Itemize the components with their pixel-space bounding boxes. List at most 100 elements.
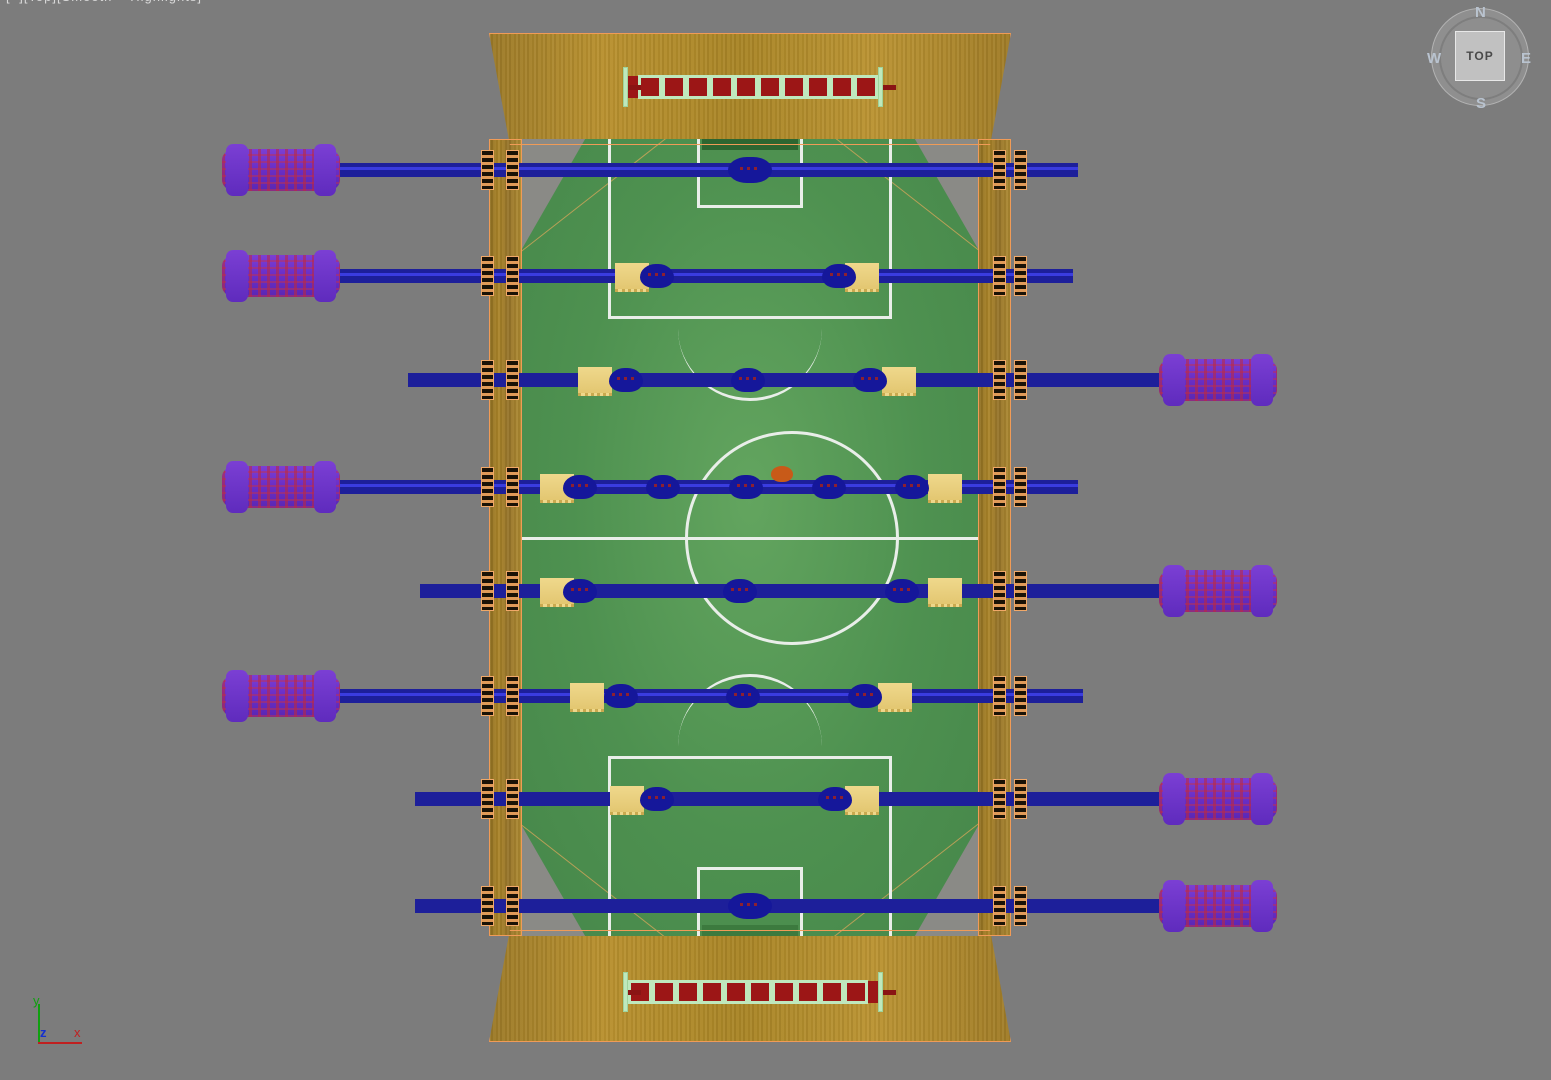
- compass-south-label[interactable]: S: [1476, 95, 1487, 112]
- score-cell[interactable]: [758, 75, 783, 99]
- rod-bearing-right-inner: [993, 256, 1006, 296]
- player-figure: [729, 475, 763, 499]
- player-figure: [609, 368, 643, 392]
- score-cell[interactable]: [723, 980, 748, 1004]
- rod-bearing-left-inner: [506, 571, 519, 611]
- score-cell[interactable]: [795, 980, 820, 1004]
- scoreboard-end-cap-right[interactable]: [878, 972, 897, 1012]
- rod-5[interactable]: [420, 584, 1170, 598]
- rod-bearing-left-outer: [481, 360, 494, 400]
- rod-bearing-left-inner: [506, 467, 519, 507]
- view-cube-inner-ring[interactable]: [1439, 16, 1523, 100]
- rod-bearing-left-inner: [506, 676, 519, 716]
- handle-grip-rod-5[interactable]: [1159, 565, 1277, 617]
- player-figure: [822, 264, 856, 288]
- scoreboard-end-cap-right[interactable]: [878, 67, 897, 107]
- player-figure: [895, 475, 929, 499]
- scoreboard-end-cap-left[interactable]: [623, 67, 641, 107]
- handle-grip-rod-8[interactable]: [1159, 880, 1277, 932]
- center-circle: [685, 431, 899, 645]
- score-cell[interactable]: [747, 980, 772, 1004]
- axis-x-line: [38, 1042, 82, 1044]
- scoreboard-cells[interactable]: [638, 75, 879, 99]
- scoreboard-cells[interactable]: [627, 980, 868, 1004]
- rod-bearing-right-inner: [993, 571, 1006, 611]
- view-cube-face-label: TOP: [1466, 49, 1494, 63]
- compass-west-label[interactable]: W: [1427, 50, 1442, 67]
- handle-grip-rod-4[interactable]: [222, 461, 340, 513]
- rod-bearing-right-inner: [993, 467, 1006, 507]
- rod-7[interactable]: [415, 792, 1170, 806]
- rod-bearing-right-inner: [993, 150, 1006, 190]
- score-cell[interactable]: [710, 75, 735, 99]
- score-cell[interactable]: [651, 980, 676, 1004]
- rod-4[interactable]: [338, 480, 1078, 494]
- scoreboard-bottom[interactable]: [623, 972, 897, 1012]
- ball: [771, 466, 793, 482]
- score-cell[interactable]: [806, 75, 831, 99]
- compass-east-label[interactable]: E: [1520, 50, 1531, 67]
- scoreboard-end-cap-left[interactable]: [623, 972, 641, 1012]
- score-cell[interactable]: [782, 75, 807, 99]
- score-cell[interactable]: [734, 75, 759, 99]
- rod-bearing-right-inner: [993, 676, 1006, 716]
- score-cell[interactable]: [675, 980, 700, 1004]
- score-cell[interactable]: [662, 75, 687, 99]
- view-cube[interactable]: N E S W TOP: [1425, 4, 1533, 114]
- player-figure: [646, 475, 680, 499]
- rod-bearing-right-outer: [1014, 886, 1027, 926]
- player-figure: [723, 579, 757, 603]
- rod-bearing-left-outer: [481, 886, 494, 926]
- score-cell[interactable]: [830, 75, 855, 99]
- axis-y-label: y: [33, 993, 40, 1008]
- player-figure: [563, 579, 597, 603]
- rod-bearing-right-outer: [1014, 467, 1027, 507]
- rod-1[interactable]: [338, 163, 1078, 177]
- rod-3[interactable]: [408, 373, 1170, 387]
- scoreboard-top[interactable]: [623, 67, 897, 107]
- compass-north-label[interactable]: N: [1475, 4, 1486, 21]
- handle-grip-rod-7[interactable]: [1159, 773, 1277, 825]
- rod-bearing-right-inner: [993, 886, 1006, 926]
- player-figure: [640, 264, 674, 288]
- rod-bumper: [928, 578, 962, 607]
- rod-bearing-left-inner: [506, 779, 519, 819]
- handle-grip-rod-3[interactable]: [1159, 354, 1277, 406]
- rod-bumper: [928, 474, 962, 503]
- score-cell[interactable]: [843, 980, 868, 1004]
- score-cell[interactable]: [771, 980, 796, 1004]
- viewport-label: [+][Top][Smooth + Highlights]: [6, 0, 202, 4]
- foosball-table[interactable]: [489, 33, 1011, 1042]
- handle-grip-rod-1[interactable]: [222, 144, 340, 196]
- rod-bearing-right-outer: [1014, 779, 1027, 819]
- rod-bearing-left-outer: [481, 256, 494, 296]
- view-cube-top-face[interactable]: TOP: [1455, 31, 1505, 81]
- rod-bearing-left-inner: [506, 256, 519, 296]
- score-cell[interactable]: [819, 980, 844, 1004]
- rod-6[interactable]: [338, 689, 1083, 703]
- player-figure: [731, 368, 765, 392]
- penalty-area-top: [608, 139, 892, 319]
- score-cell[interactable]: [686, 75, 711, 99]
- handle-grip-rod-6[interactable]: [222, 670, 340, 722]
- score-cell[interactable]: [699, 980, 724, 1004]
- penalty-arc-top: [678, 319, 822, 401]
- rod-8[interactable]: [415, 899, 1170, 913]
- rod-bearing-left-inner: [506, 886, 519, 926]
- scoreboard-bar: [867, 981, 879, 1003]
- rod-2[interactable]: [338, 269, 1073, 283]
- rod-bearing-right-outer: [1014, 150, 1027, 190]
- score-cell[interactable]: [638, 75, 663, 99]
- player-figure: [885, 579, 919, 603]
- score-cell[interactable]: [854, 75, 879, 99]
- player-figure: [640, 787, 674, 811]
- player-figure: [563, 475, 597, 499]
- player-figure: [812, 475, 846, 499]
- rod-bearing-right-outer: [1014, 676, 1027, 716]
- rod-bearing-right-outer: [1014, 256, 1027, 296]
- penalty-arc-bottom: [678, 674, 822, 756]
- handle-grip-rod-2[interactable]: [222, 250, 340, 302]
- rod-bearing-left-outer: [481, 571, 494, 611]
- rod-bearing-left-inner: [506, 360, 519, 400]
